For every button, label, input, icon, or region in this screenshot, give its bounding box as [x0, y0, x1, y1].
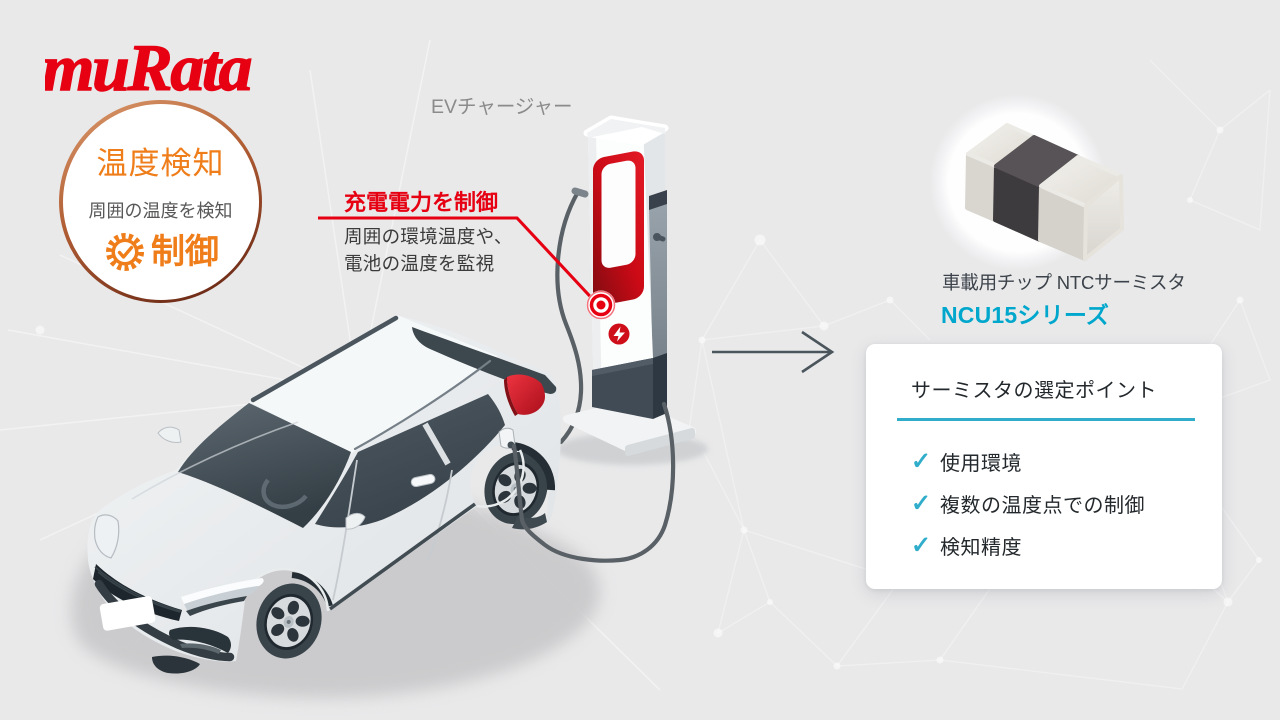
- callout-pointer: [318, 216, 602, 309]
- flow-arrow: [712, 330, 835, 374]
- check-icon: ✓: [911, 489, 932, 517]
- chip-caption: 車載用チップ NTCサーミスタ: [942, 272, 1186, 293]
- lightning-icon: [608, 323, 630, 345]
- charger-cable-right: [511, 401, 676, 563]
- checklist-item: ✓ 使用環境: [911, 447, 1022, 475]
- callout-title: 充電電力を制御: [344, 190, 499, 215]
- temperature-badge-inner: 温度検知 周囲の温度を検知 制御: [62, 103, 259, 300]
- front-wheel: [256, 583, 322, 659]
- car-illustration: [87, 315, 561, 674]
- callout-line1: 周囲の環境温度や、: [344, 226, 513, 247]
- badge-title: 温度検知: [96, 145, 225, 181]
- murata-logo-text: muRata: [45, 33, 251, 100]
- card-checklist: ✓ 使用環境 ✓ 複数の温度点での制御 ✓ 検知精度: [911, 447, 1145, 559]
- selection-points-card: サーミスタの選定ポイント ✓ 使用環境 ✓ 複数の温度点での制御 ✓ 検知精度: [866, 344, 1222, 589]
- checklist-item: ✓ 複数の温度点での制御: [911, 489, 1145, 517]
- temperature-badge: 温度検知 周囲の温度を検知 制御: [59, 100, 262, 303]
- sensor-bullseye: [586, 290, 616, 320]
- callout-line2: 電池の温度を監視: [344, 252, 495, 274]
- charger-illustration: [555, 115, 696, 456]
- card-title: サーミスタの選定ポイント: [911, 380, 1157, 402]
- badge-control-label: 制御: [151, 232, 219, 271]
- card-divider: [897, 418, 1195, 421]
- gear-check-icon: [106, 232, 144, 271]
- badge-subtitle: 周囲の温度を検知: [88, 200, 233, 221]
- murata-logo: muRata: [45, 32, 254, 100]
- checklist-item: ✓ 検知精度: [911, 531, 1022, 559]
- chip-illustration: [965, 123, 1124, 261]
- charger-cable-left: [555, 189, 584, 445]
- callout-body: 周囲の環境温度や、 電池の温度を監視: [344, 224, 513, 277]
- ev-illustration: [71, 115, 708, 699]
- check-icon: ✓: [911, 531, 932, 559]
- check-icon: ✓: [911, 447, 932, 475]
- chip-series-name: NCU15シリーズ: [941, 302, 1110, 328]
- ev-charger-label: EVチャージャー: [431, 96, 573, 118]
